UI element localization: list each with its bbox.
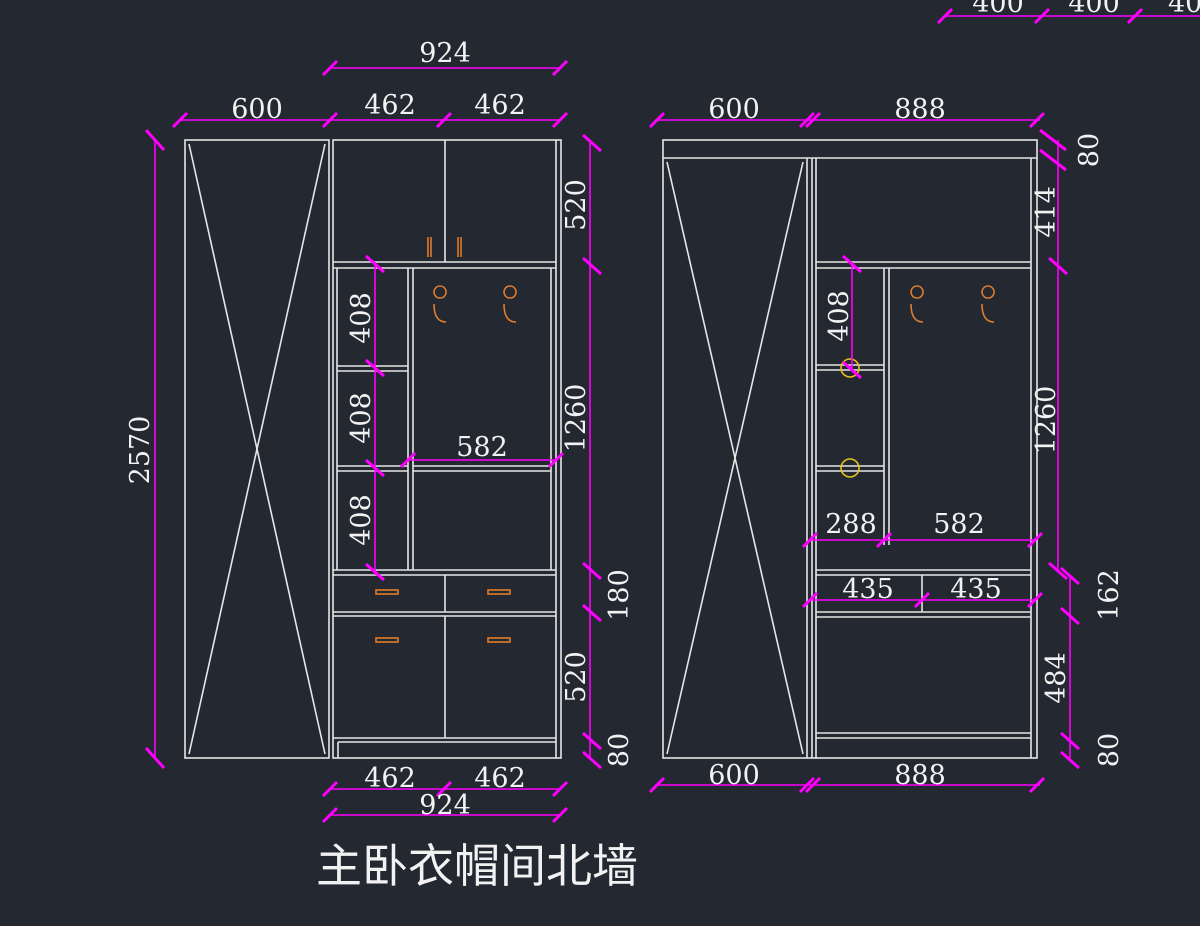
dim-right-elev-height-1: 80 [1074, 133, 1105, 167]
door-handle [375, 637, 399, 643]
right-dimensions: 600 888 80 414 1260 162 484 80 408 288 5… [648, 94, 1125, 794]
top-strip-label-1: 400 [972, 0, 1024, 19]
dim-right-bottom-width-1: 600 [708, 760, 760, 791]
dim-right-elev-height-5: 484 [1041, 652, 1072, 704]
knob-icon [840, 358, 860, 378]
door-cross-line [188, 143, 326, 755]
left-cabinet-outline [332, 139, 562, 759]
dim-right-height-3: 180 [604, 569, 635, 621]
dim-right-height-4: 520 [561, 651, 592, 703]
dim-bottom-total: 924 [419, 790, 471, 821]
dim-right-height-5: 80 [604, 733, 635, 767]
right-outline [662, 139, 1038, 759]
dim-right-top-width-2: 888 [894, 94, 946, 125]
dim-top-total: 924 [419, 38, 471, 69]
hook-icon [981, 285, 995, 323]
dim-right-height-1: 520 [561, 179, 592, 231]
left-elevation [184, 139, 562, 759]
dim-inner-width: 582 [456, 432, 508, 463]
dim-top-width-2: 462 [364, 90, 416, 121]
hook-icon [910, 285, 924, 323]
dim-right-shelf-height: 408 [824, 290, 855, 342]
dim-bottom-width-2: 462 [474, 763, 526, 794]
knob-icon [840, 458, 860, 478]
dim-right-elev-height-2: 414 [1031, 186, 1062, 238]
left-dimensions: 924 600 462 462 2570 520 1260 180 520 80 [125, 38, 635, 824]
dim-top-width-1: 600 [231, 94, 283, 125]
dim-top-width-3: 462 [474, 90, 526, 121]
door-handle [487, 637, 511, 643]
dim-drawer-width-1: 435 [842, 574, 894, 605]
dim-shelf-height-1: 408 [346, 292, 377, 344]
drawing-title: 主卧衣帽间北墙 [316, 839, 638, 893]
dim-right-height-2: 1260 [561, 384, 592, 453]
dim-right-elev-height-4: 162 [1094, 569, 1125, 621]
top-strip-label-2: 400 [1068, 0, 1120, 19]
drawer-handle [375, 589, 399, 595]
top-strip-label-3: 40 [1168, 0, 1200, 19]
dim-drawer-width-2: 435 [950, 574, 1002, 605]
top-strip-dimension: 400 400 40 [936, 0, 1200, 25]
hook-icon [503, 285, 517, 323]
dim-right-inner-width-1: 288 [825, 509, 877, 540]
dim-right-elev-height-3: 1260 [1031, 386, 1062, 455]
dim-right-inner-width-2: 582 [933, 509, 985, 540]
right-elevation [662, 139, 1038, 759]
dim-right-top-width-1: 600 [708, 94, 760, 125]
hook-icon [433, 285, 447, 323]
dim-shelf-height-2: 408 [346, 392, 377, 444]
dim-right-bottom-width-2: 888 [894, 760, 946, 791]
dim-shelf-height-3: 408 [346, 494, 377, 546]
dim-total-height: 2570 [125, 416, 156, 485]
drawer-handle [487, 589, 511, 595]
dim-right-elev-height-6: 80 [1094, 733, 1125, 767]
left-door-panel [184, 139, 330, 759]
dim-bottom-width-1: 462 [364, 763, 416, 794]
